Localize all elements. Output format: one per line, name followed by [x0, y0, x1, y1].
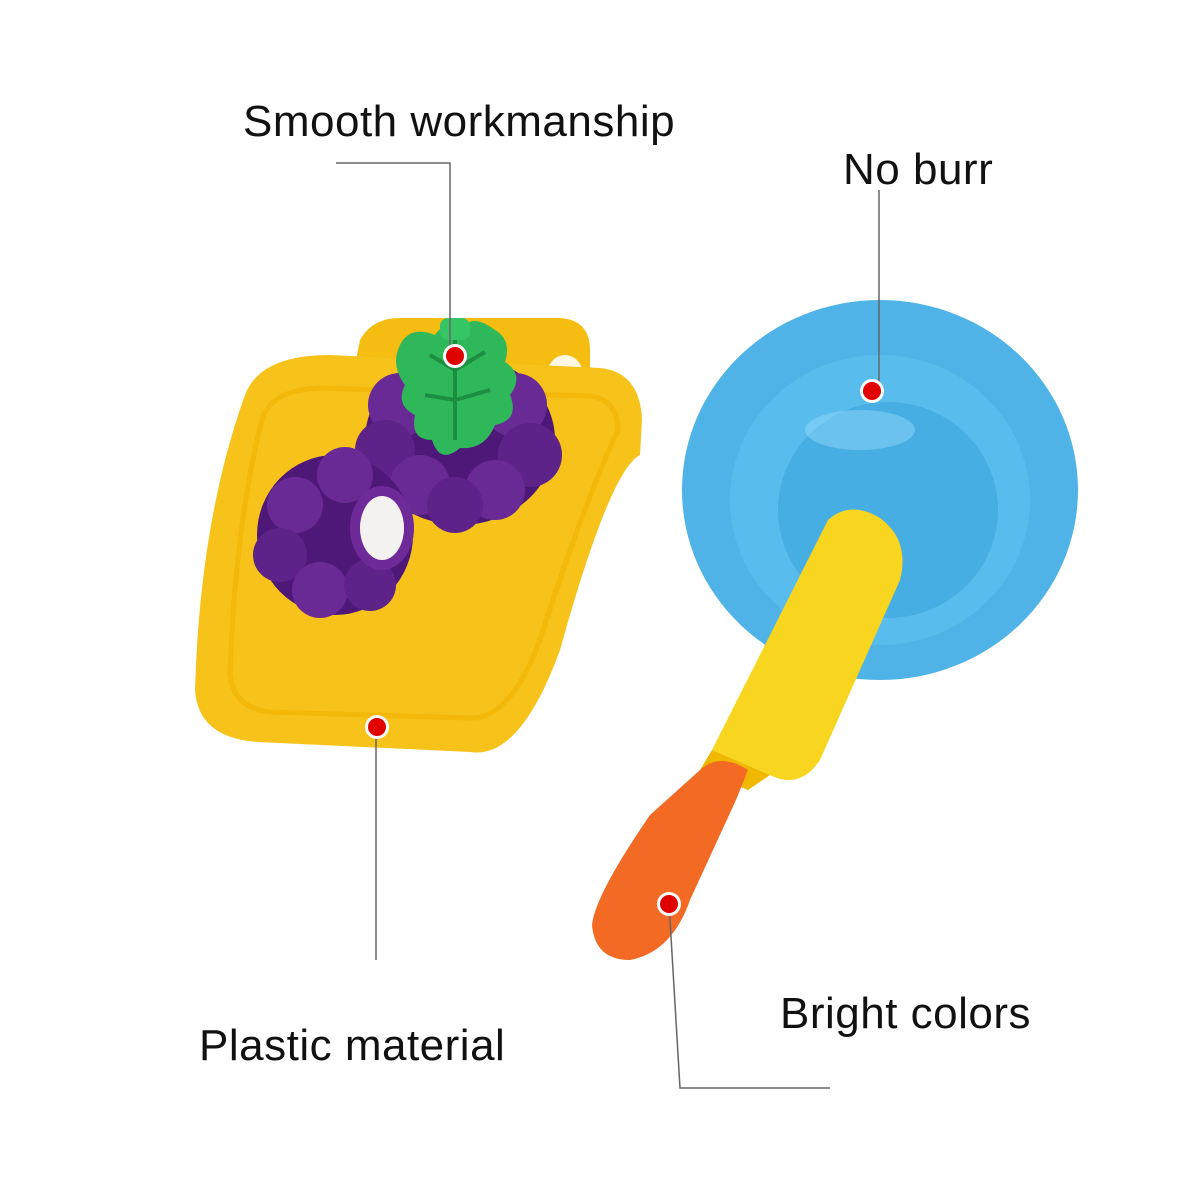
- knife-blade: [712, 509, 903, 780]
- knife-handle: [592, 761, 748, 960]
- callout-smooth-workmanship: Smooth workmanship: [243, 97, 676, 146]
- grape-leaf: [396, 318, 517, 455]
- grape-bunch-front: [253, 447, 414, 618]
- leader-lines: [336, 162, 880, 1089]
- markers: [365, 344, 884, 916]
- callout-no-burr: No burr: [843, 145, 994, 194]
- callout-bright-colors: Bright colors: [780, 989, 1032, 1038]
- leader-bright: [668, 902, 830, 1089]
- callout-plastic-material: Plastic material: [199, 1021, 506, 1070]
- board-groove: [227, 385, 621, 721]
- leader-smooth: [336, 162, 451, 355]
- plate: [682, 300, 1078, 680]
- toy-knife: [592, 509, 903, 960]
